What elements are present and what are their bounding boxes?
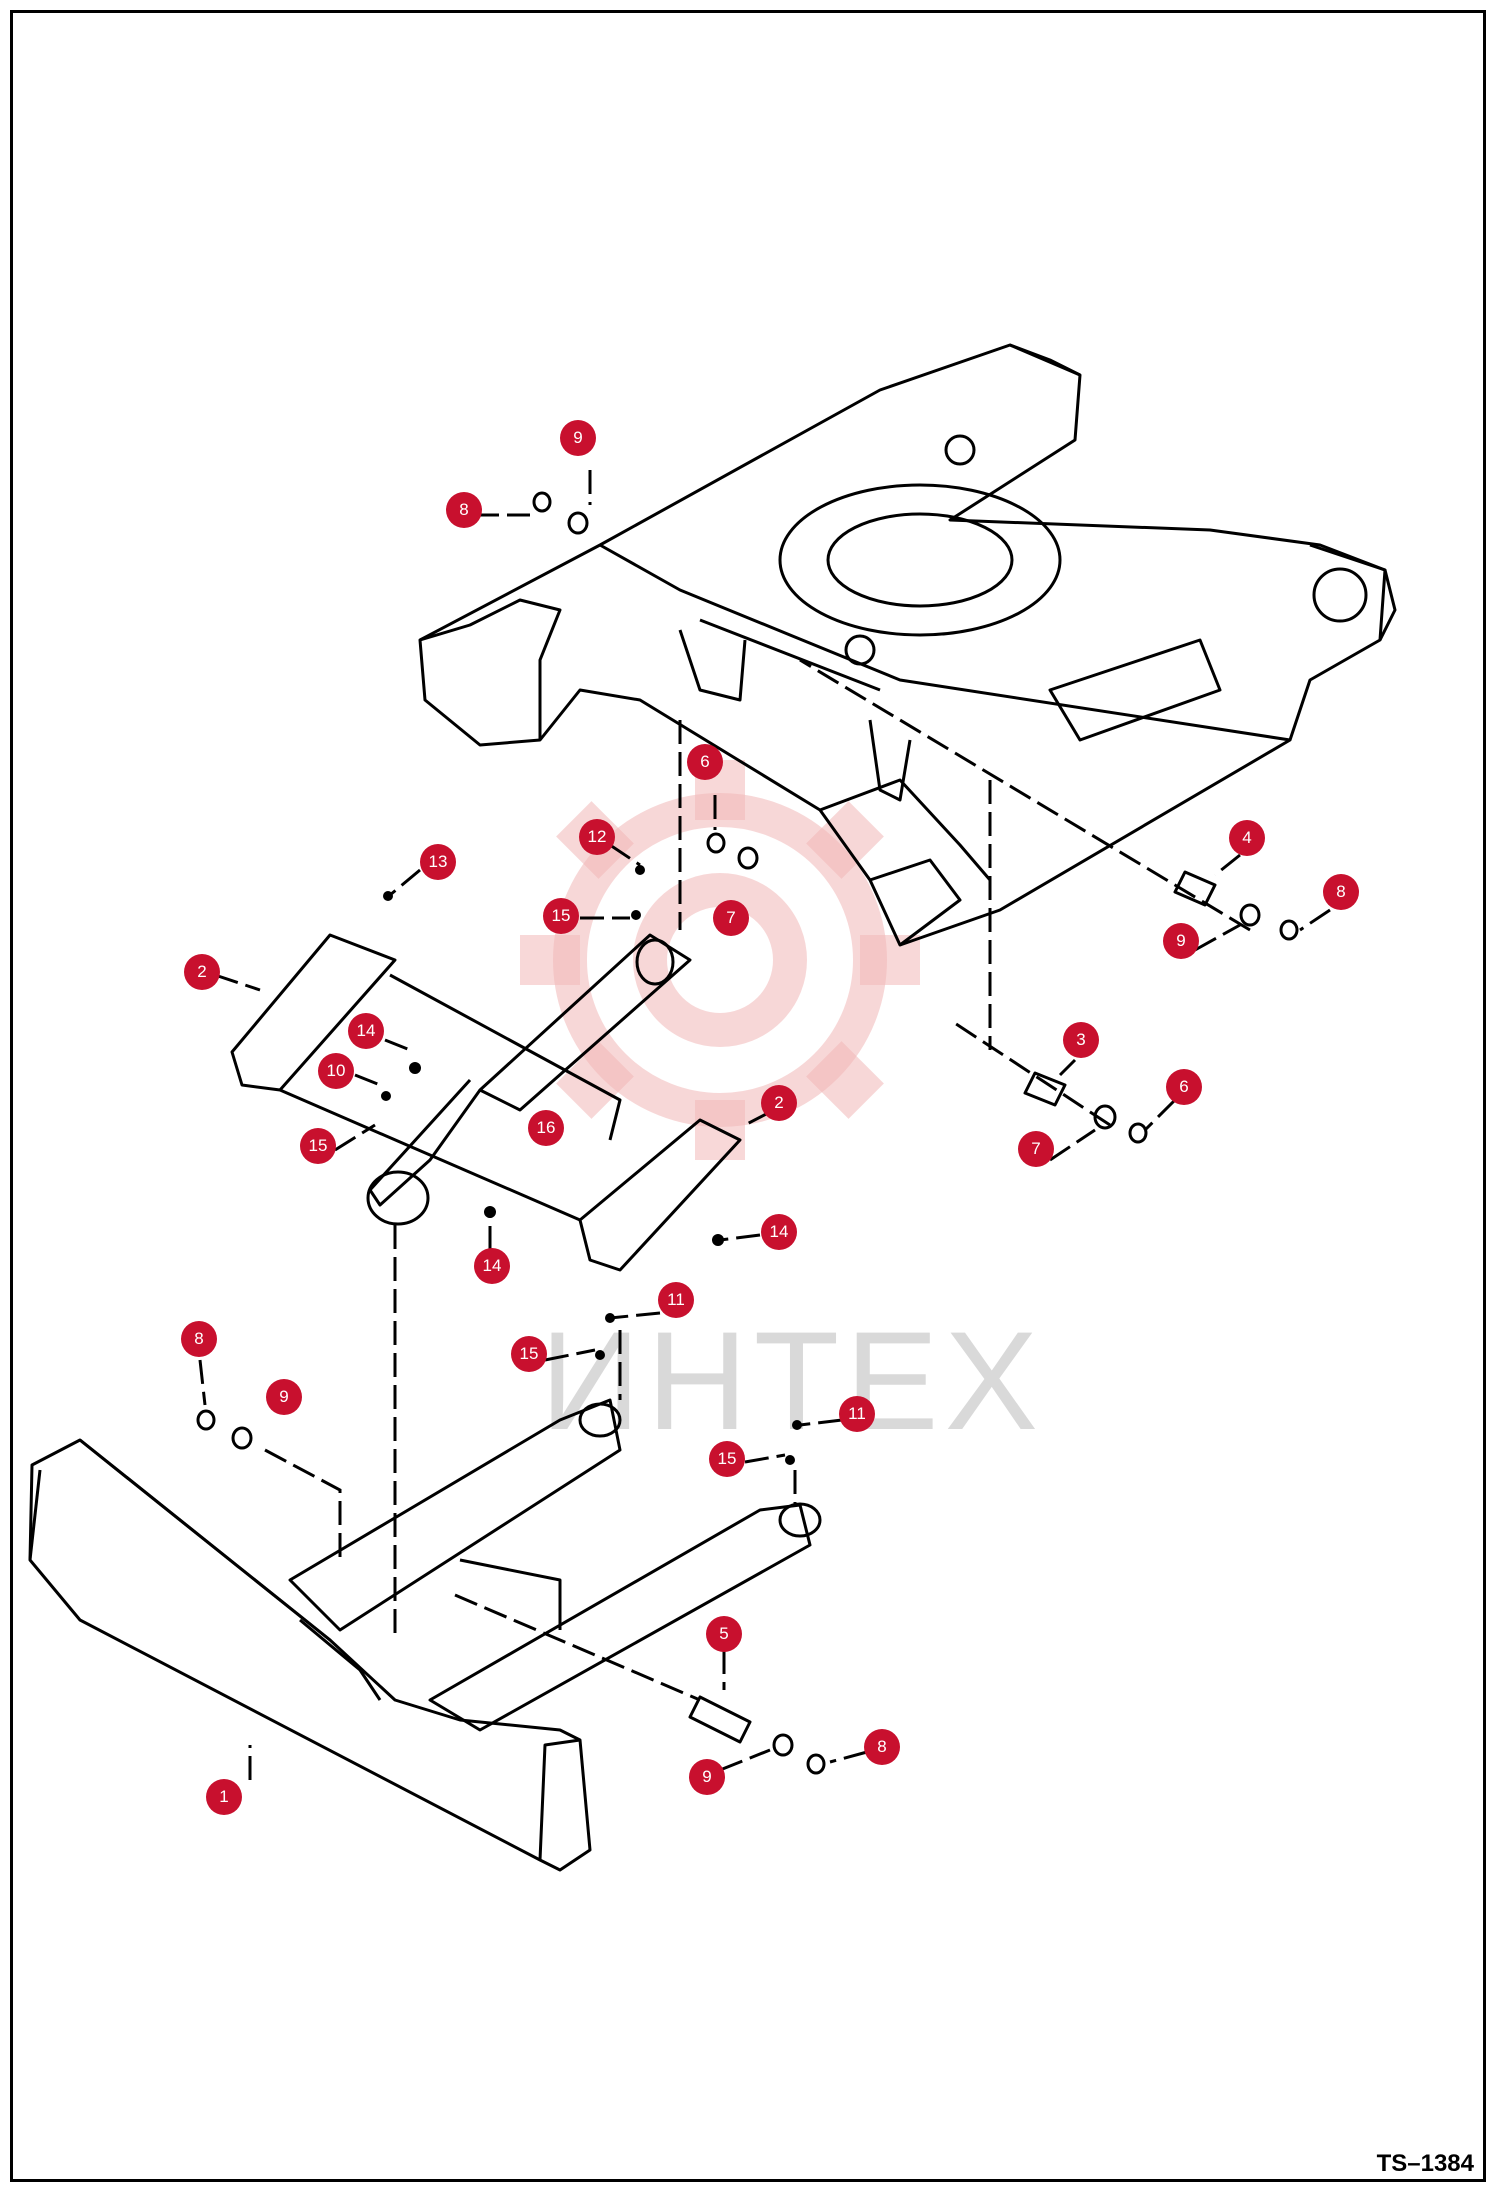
- callout-c-15a: 15: [543, 898, 579, 934]
- callout-c-6b: 6: [1166, 1069, 1202, 1105]
- callout-c-7b: 7: [1018, 1131, 1054, 1167]
- callout-c-14b: 14: [761, 1214, 797, 1250]
- washers: [196, 491, 1299, 1775]
- callout-c-8a: 8: [446, 492, 482, 528]
- watermark-text: ИНТЕХ: [540, 1302, 1045, 1459]
- callout-c-7a: 7: [713, 900, 749, 936]
- callout-c-9d: 9: [689, 1759, 725, 1795]
- callout-c-14a: 14: [348, 1013, 384, 1049]
- callout-c-2b: 2: [761, 1085, 797, 1121]
- callout-c-2a: 2: [184, 954, 220, 990]
- undercarriage-frame: [418, 343, 1397, 947]
- callout-c-8d: 8: [864, 1729, 900, 1765]
- callout-c-15d: 15: [709, 1441, 745, 1477]
- callout-c-8c: 8: [181, 1321, 217, 1357]
- dozer-blade: [28, 1438, 592, 1872]
- callout-c-8b: 8: [1323, 874, 1359, 910]
- callout-c-11a: 11: [658, 1282, 694, 1318]
- callout-c-10: 10: [318, 1053, 354, 1089]
- callout-c-15c: 15: [511, 1336, 547, 1372]
- callout-c-12: 12: [579, 819, 615, 855]
- callout-c-15b: 15: [300, 1128, 336, 1164]
- callout-c-9a: 9: [560, 420, 596, 456]
- callout-c-11b: 11: [839, 1396, 875, 1432]
- push-arms: [288, 1398, 822, 1732]
- drawing-frame: [10, 10, 1486, 2182]
- callout-c-6a: 6: [687, 744, 723, 780]
- callout-c-5: 5: [706, 1616, 742, 1652]
- mounting-brackets: [230, 933, 742, 1272]
- drawing-code: TS–1384: [1376, 2150, 1474, 2177]
- callout-c-4: 4: [1229, 820, 1265, 856]
- pins: [688, 870, 1217, 1744]
- callout-c-9c: 9: [266, 1379, 302, 1415]
- callout-c-1: 1: [206, 1779, 242, 1815]
- callout-c-9b: 9: [1163, 923, 1199, 959]
- blade-cylinder: [366, 933, 692, 1226]
- callout-c-13: 13: [420, 844, 456, 880]
- callout-c-16: 16: [528, 1110, 564, 1146]
- callout-c-3: 3: [1063, 1022, 1099, 1058]
- callout-c-14c: 14: [474, 1248, 510, 1284]
